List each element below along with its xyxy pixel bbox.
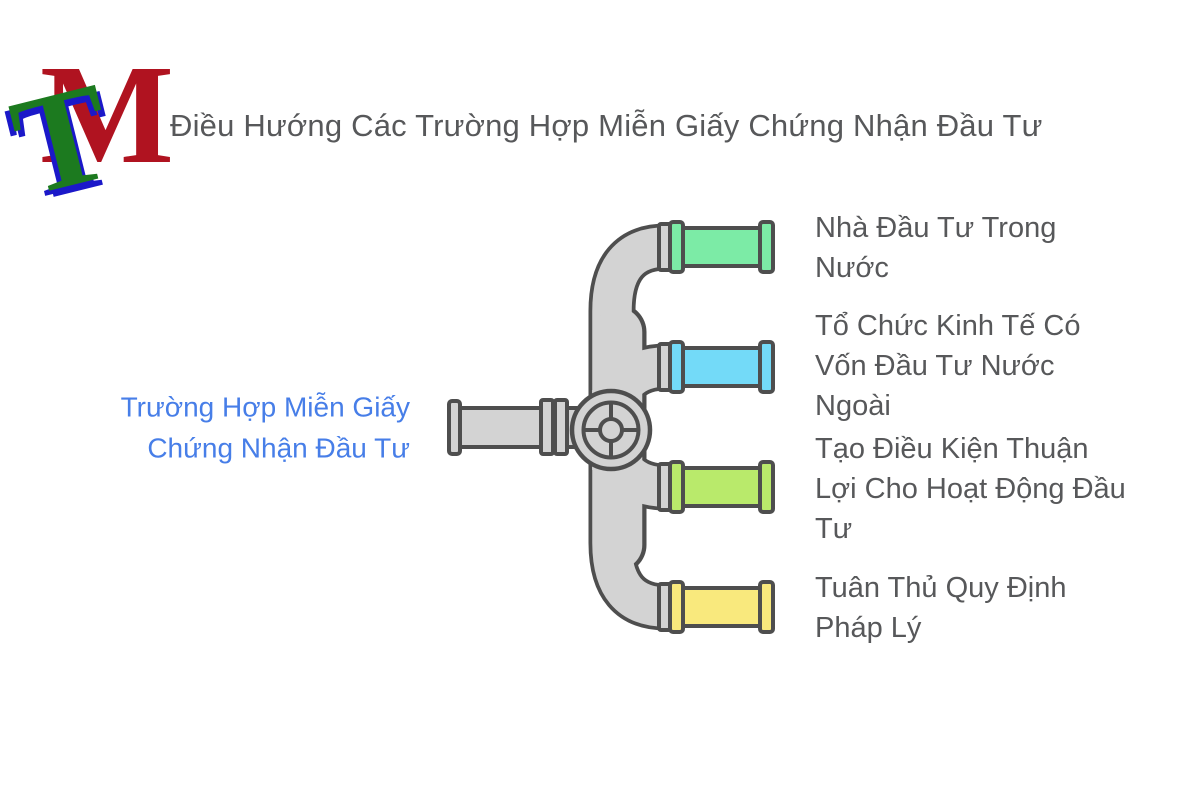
brand-logo: M T (0, 0, 174, 226)
branch-label-3: Tạo Điều Kiện Thuận Lợi Cho Hoạt Động Đầ… (815, 432, 1126, 546)
branch-pipe-3 (657, 460, 775, 514)
valve-wheel-icon (569, 388, 653, 472)
branch-pipe-1 (657, 220, 775, 274)
inlet-ring-2 (553, 398, 569, 456)
inlet-flange (447, 399, 462, 456)
branch-label-2: Tổ Chức Kinh Tế Có Vốn Đầu Tư Nước Ngoài (815, 309, 1081, 423)
branch-4-ring-right (758, 580, 775, 634)
page-title: Điều Hướng Các Trường Hợp Miễn Giấy Chứn… (170, 108, 1043, 143)
branch-2-ring-right (758, 340, 775, 394)
branch-3-ring-right (758, 460, 775, 514)
branch-3-body (679, 466, 764, 508)
branch-1-ring-right (758, 220, 775, 274)
branch-label-4: Tuân Thủ Quy Định Pháp Lý (815, 571, 1067, 644)
branch-3-ring-left (668, 460, 685, 514)
branch-2-body (679, 346, 764, 388)
branch-4-ring-left (668, 580, 685, 634)
inlet-ring-1 (539, 398, 555, 456)
logo-letter-m: M (40, 35, 175, 193)
branch-1-body (679, 226, 764, 268)
source-label: Trường Hợp Miễn Giấy Chứng Nhận Đầu Tư (120, 391, 410, 463)
branch-pipe-4 (657, 580, 775, 634)
branch-2-ring-left (668, 340, 685, 394)
branch-label-1: Nhà Đầu Tư Trong Nước (815, 211, 1057, 284)
branch-1-ring-left (668, 220, 685, 274)
inlet-pipe-fittings (447, 398, 569, 456)
branch-pipe-2 (657, 340, 775, 394)
branch-4-body (679, 586, 764, 628)
